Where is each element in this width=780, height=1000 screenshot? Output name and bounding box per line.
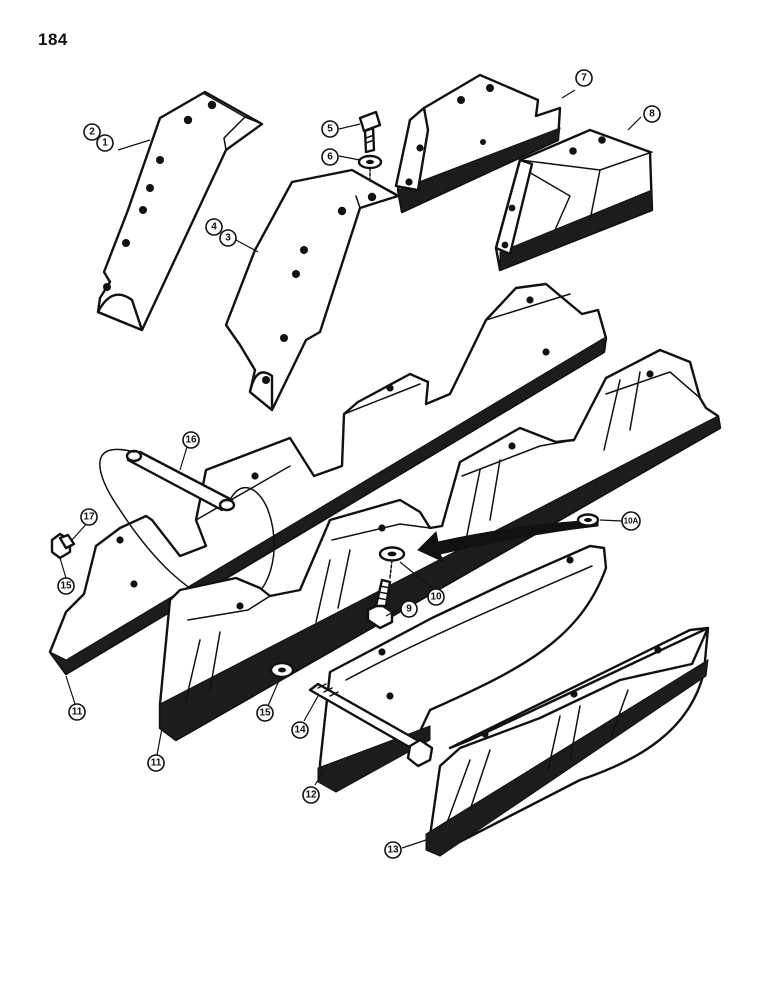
callout-1-label: 1 [102,138,108,149]
callout-12-label: 12 [305,790,317,801]
callout-2: 2 [83,123,101,141]
callout-10: 10 [427,588,445,606]
callout-4: 4 [205,218,223,236]
callout-17-label: 17 [83,512,95,523]
callout-3: 3 [219,229,237,247]
callout-11-center-label: 11 [151,758,162,769]
callout-10a: 10A [621,511,641,531]
bolt-5 [358,110,382,154]
callout-14-label: 14 [294,725,306,736]
callout-9-label: 9 [406,604,412,615]
page-number: 184 [38,30,68,49]
callout-13-label: 13 [387,845,399,856]
callout-14: 14 [291,721,309,739]
guide-gusset-8 [494,128,654,272]
callout-7: 7 [575,69,593,87]
callout-6: 6 [321,148,339,166]
callout-7-label: 7 [581,73,587,84]
washer-10a [576,513,600,527]
callout-13: 13 [384,841,402,859]
callout-2-label: 2 [89,127,95,138]
guide-block-7 [394,73,562,214]
callout-11-center: 11 [147,754,165,772]
callout-5: 5 [321,120,339,138]
callout-11-left: 11 [68,703,86,721]
callout-10a-label: 10A [624,517,639,526]
callout-12: 12 [302,786,320,804]
curved-guide-13 [425,626,710,857]
callout-15-upper: 15 [57,577,75,595]
callout-1: 1 [96,134,114,152]
callout-5-label: 5 [327,124,333,135]
callout-8: 8 [643,105,661,123]
bracket-part-1-2 [96,90,264,332]
callout-4-label: 4 [211,222,217,233]
washer-15 [269,661,295,679]
bolt-14 [308,682,434,768]
callout-15-lower: 15 [256,704,274,722]
callout-3-label: 3 [225,233,231,244]
callout-9: 9 [400,600,418,618]
callout-8-label: 8 [649,109,655,120]
callout-15-lower-label: 15 [259,708,271,719]
callout-6-label: 6 [327,152,333,163]
bracket-part-3-4 [224,168,400,412]
bolt-9 [366,578,394,630]
leader-lines [59,89,642,849]
callout-15-upper-label: 15 [60,581,72,592]
callout-16: 16 [182,431,200,449]
washer-10 [378,546,406,579]
nut-17 [50,532,76,560]
callout-17: 17 [80,508,98,526]
callout-10-label: 10 [430,592,442,603]
washer-6 [357,154,383,183]
callout-11-left-label: 11 [72,707,83,718]
callout-16-label: 16 [185,435,197,446]
